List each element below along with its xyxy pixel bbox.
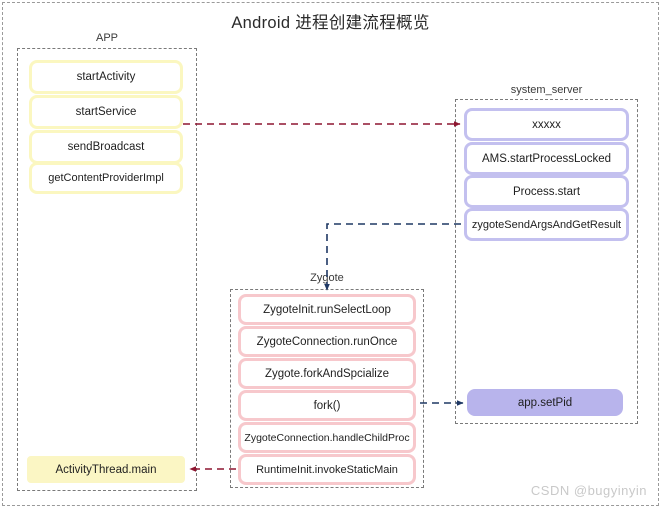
node-start-service[interactable]: startService [29, 95, 183, 129]
node-xxxxx[interactable]: xxxxx [464, 108, 629, 141]
node-zygote-fork-and-specialize[interactable]: Zygote.forkAndSpcialize [238, 358, 416, 389]
node-get-content-provider-impl[interactable]: getContentProviderImpl [29, 162, 183, 194]
node-send-broadcast[interactable]: sendBroadcast [29, 130, 183, 164]
node-zygote-send-args-and-get-result[interactable]: zygoteSendArgsAndGetResult [464, 208, 629, 241]
node-process-start[interactable]: Process.start [464, 175, 629, 208]
node-fork[interactable]: fork() [238, 390, 416, 421]
group-app [17, 48, 197, 491]
node-activity-thread-main[interactable]: ActivityThread.main [27, 456, 185, 483]
node-zygote-connection-handle-child-proc[interactable]: ZygoteConnection.handleChildProc [238, 422, 416, 453]
watermark: CSDN @bugyinyin [530, 483, 647, 498]
node-zygote-init-run-select-loop[interactable]: ZygoteInit.runSelectLoop [238, 294, 416, 325]
group-label-system-server: system_server [510, 84, 583, 96]
group-label-zygote: Zygote [310, 272, 344, 284]
node-start-activity[interactable]: startActivity [29, 60, 183, 94]
page-title: Android 进程创建流程概览 [231, 14, 430, 32]
node-app-set-pid[interactable]: app.setPid [467, 389, 623, 416]
node-ams-start-process-locked[interactable]: AMS.startProcessLocked [464, 142, 629, 175]
node-runtime-init-invoke-static-main[interactable]: RuntimeInit.invokeStaticMain [238, 454, 416, 485]
node-zygote-connection-run-once[interactable]: ZygoteConnection.runOnce [238, 326, 416, 357]
group-label-app: APP [95, 32, 118, 44]
